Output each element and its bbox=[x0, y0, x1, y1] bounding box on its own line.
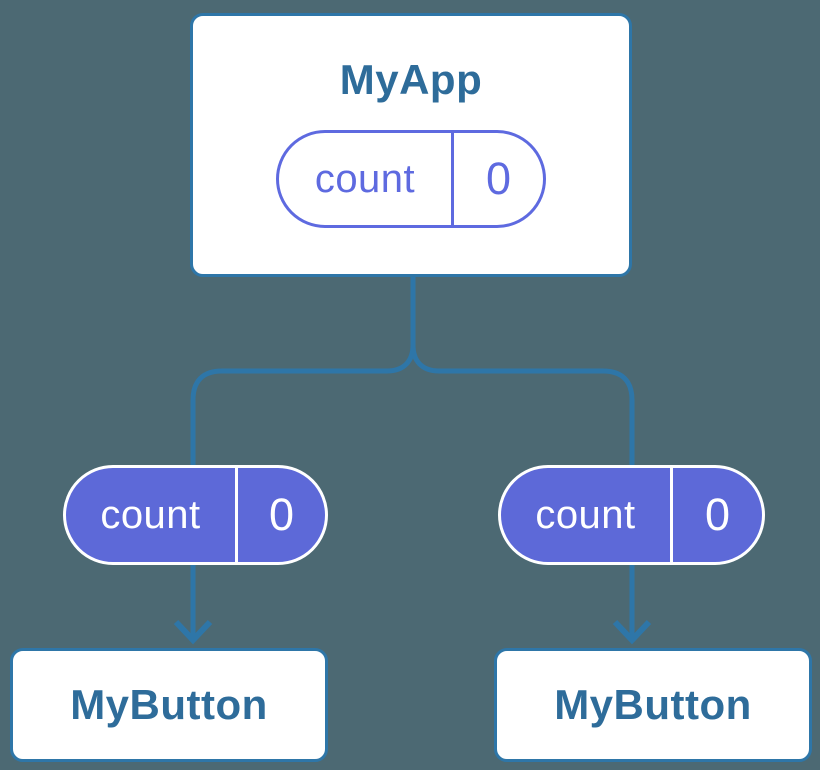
prop-pill-left: count 0 bbox=[63, 465, 328, 565]
component-title: MyApp bbox=[339, 56, 483, 103]
arrowhead-down-right-icon bbox=[612, 619, 652, 645]
connector-branch-right bbox=[410, 277, 635, 637]
state-pill-root: count 0 bbox=[276, 130, 546, 229]
pill-divider bbox=[670, 468, 673, 562]
component-title: MyButton bbox=[70, 680, 268, 728]
pill-divider bbox=[235, 468, 238, 562]
prop-pill-right: count 0 bbox=[498, 465, 765, 565]
component-card-mybutton-left: MyButton bbox=[10, 648, 328, 762]
prop-name: count bbox=[100, 492, 201, 537]
prop-value: 0 bbox=[268, 489, 295, 540]
state-value: 0 bbox=[485, 153, 512, 205]
component-card-myapp: MyApp count 0 bbox=[190, 13, 632, 277]
prop-value: 0 bbox=[704, 489, 731, 540]
pill-divider bbox=[451, 133, 454, 226]
prop-name: count bbox=[535, 492, 636, 537]
component-card-mybutton-right: MyButton bbox=[494, 648, 812, 762]
connector-branch-left bbox=[190, 277, 416, 637]
state-name: count bbox=[314, 156, 416, 201]
arrowhead-down-left-icon bbox=[173, 619, 213, 645]
component-title: MyButton bbox=[554, 680, 752, 728]
